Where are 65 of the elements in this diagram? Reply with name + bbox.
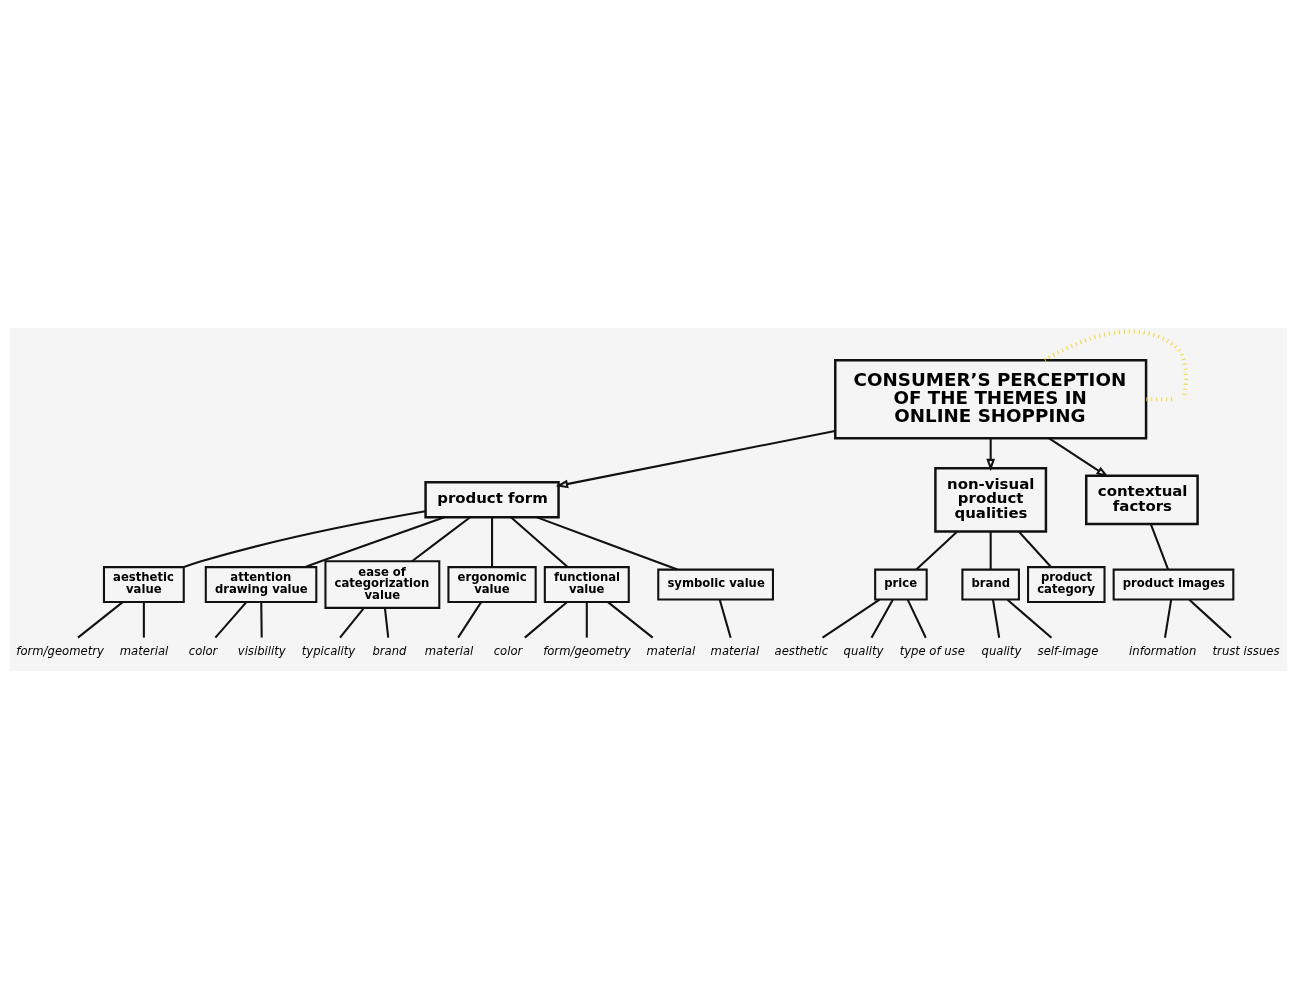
connector — [510, 516, 569, 568]
node-text: typicality — [301, 643, 356, 658]
node-text: information — [1129, 643, 1197, 658]
node-text: form/geometry — [543, 643, 631, 658]
node-text: type of use — [899, 643, 965, 658]
node-box: contextual factors — [1085, 473, 1199, 525]
connector — [1188, 598, 1232, 638]
node-box: aesthetic value — [102, 565, 185, 603]
connector — [77, 600, 124, 638]
node-text: material — [424, 643, 474, 658]
node-text: material — [119, 643, 169, 658]
node-box: ease of categorization value — [324, 559, 441, 609]
node-text: trust issues — [1212, 643, 1280, 658]
connector — [383, 607, 390, 638]
connector — [457, 601, 483, 638]
arrow — [555, 429, 836, 488]
node-text: material — [646, 643, 696, 658]
connector — [915, 530, 958, 570]
node-text: aesthetic — [774, 643, 829, 658]
connector — [1146, 396, 1174, 401]
node-text: color — [188, 643, 218, 658]
connector — [1018, 530, 1052, 568]
connector — [260, 601, 263, 638]
connector — [607, 600, 654, 638]
connector — [1149, 523, 1169, 570]
connector — [989, 531, 992, 569]
node-text: material — [710, 643, 760, 658]
connector — [142, 601, 145, 638]
connector — [304, 515, 445, 568]
arrow — [986, 437, 996, 471]
node-box: CONSUMER’S PERCEPTION OF THE THEMES IN ONLINE SHOPPING — [834, 358, 1148, 440]
arrow — [1048, 436, 1109, 477]
node-text: quality — [843, 643, 884, 658]
connector — [1163, 599, 1173, 638]
node-box: price — [874, 568, 928, 601]
node-text: quality — [981, 643, 1022, 658]
connector — [870, 598, 894, 638]
connector — [1043, 328, 1189, 399]
connector — [718, 599, 732, 638]
node-text: self-image — [1037, 643, 1099, 658]
node-box: attention drawing value — [204, 565, 318, 603]
node-text: brand — [372, 643, 407, 658]
connector — [339, 606, 365, 638]
node-box: functional value — [543, 565, 630, 603]
connector — [536, 515, 678, 570]
node-box: product category — [1027, 565, 1106, 603]
node-box: non-visual product qualities — [934, 466, 1048, 533]
node-box: ergonomic value — [447, 565, 537, 603]
connector — [585, 601, 588, 638]
node-box: symbolic value — [657, 568, 774, 601]
connector — [1006, 598, 1053, 638]
node-box: product form — [424, 480, 560, 518]
connector — [822, 598, 881, 638]
connector — [992, 599, 1001, 638]
node-text: form/geometry — [16, 643, 104, 658]
node-text: visibility — [237, 643, 286, 658]
connector — [524, 600, 568, 638]
connector — [411, 516, 471, 562]
connector — [906, 598, 927, 638]
connector — [183, 509, 426, 568]
node-box: product images — [1112, 568, 1235, 601]
connector — [491, 516, 494, 567]
connector — [214, 601, 248, 638]
node-text: color — [493, 643, 523, 658]
node-box: brand — [961, 568, 1020, 601]
